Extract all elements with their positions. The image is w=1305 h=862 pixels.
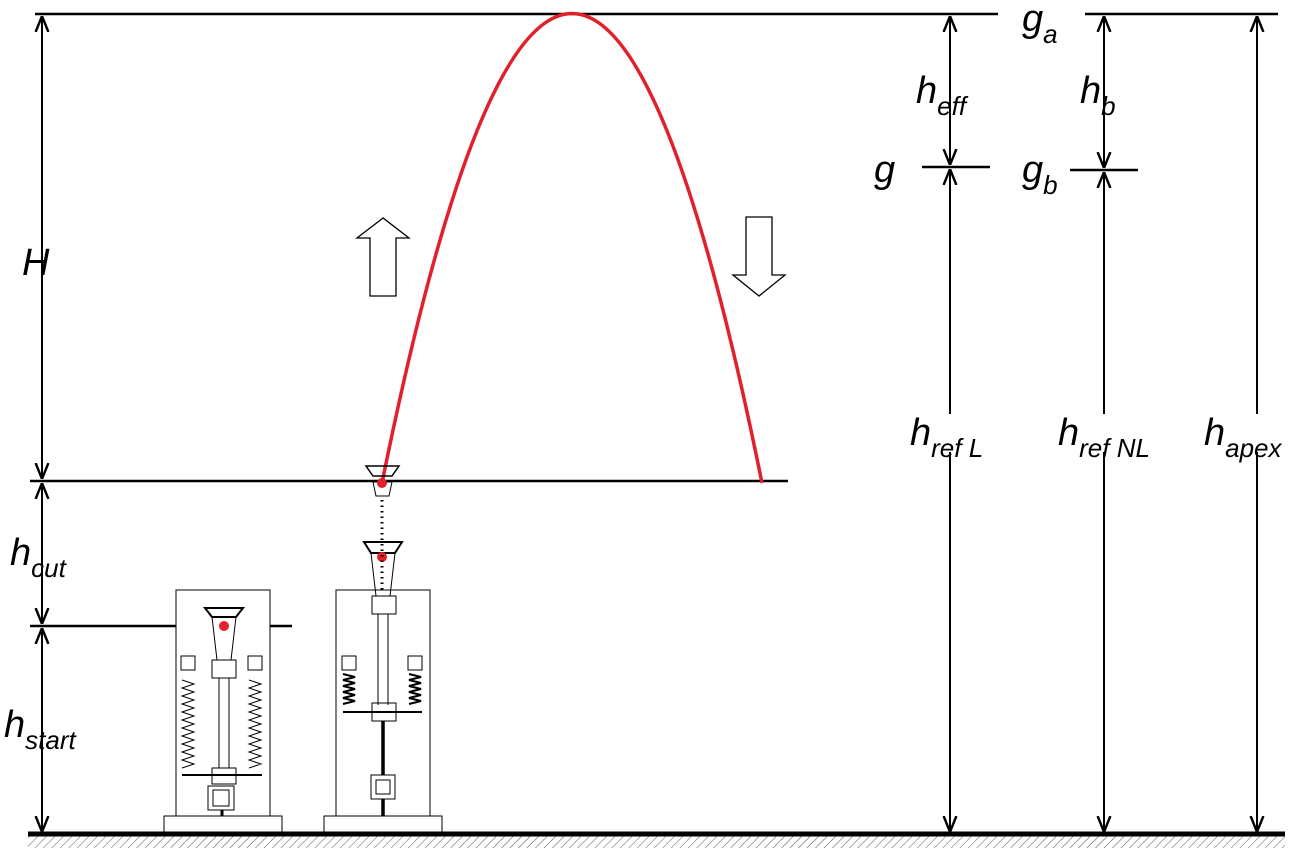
cut-marker-dot — [377, 478, 387, 488]
h-cut-label: hcut — [10, 532, 66, 583]
hollow-down-arrow-icon — [731, 216, 787, 297]
trajectory-curve — [380, 11, 764, 484]
h-ref-NL-label: href NL — [1058, 412, 1150, 463]
H-label: H — [22, 244, 49, 282]
h-b-label: hb — [1080, 70, 1116, 121]
h-eff-label: heff — [916, 70, 967, 121]
ground-hatch — [28, 834, 1285, 848]
h-start-label: hstart — [4, 704, 76, 755]
hollow-up-arrow-icon — [355, 217, 411, 297]
g-label: g — [874, 149, 896, 191]
g-b-label: gb — [1022, 149, 1058, 200]
start-marker-dot — [219, 621, 229, 631]
launch-marker-dot — [377, 552, 387, 562]
apparatus-launch-position — [323, 541, 443, 833]
H-label-text: H — [22, 242, 50, 284]
h-ref-L-label: href L — [910, 412, 984, 463]
h-apex-label: hapex — [1204, 412, 1282, 463]
g-a-label: ga — [1022, 0, 1058, 49]
